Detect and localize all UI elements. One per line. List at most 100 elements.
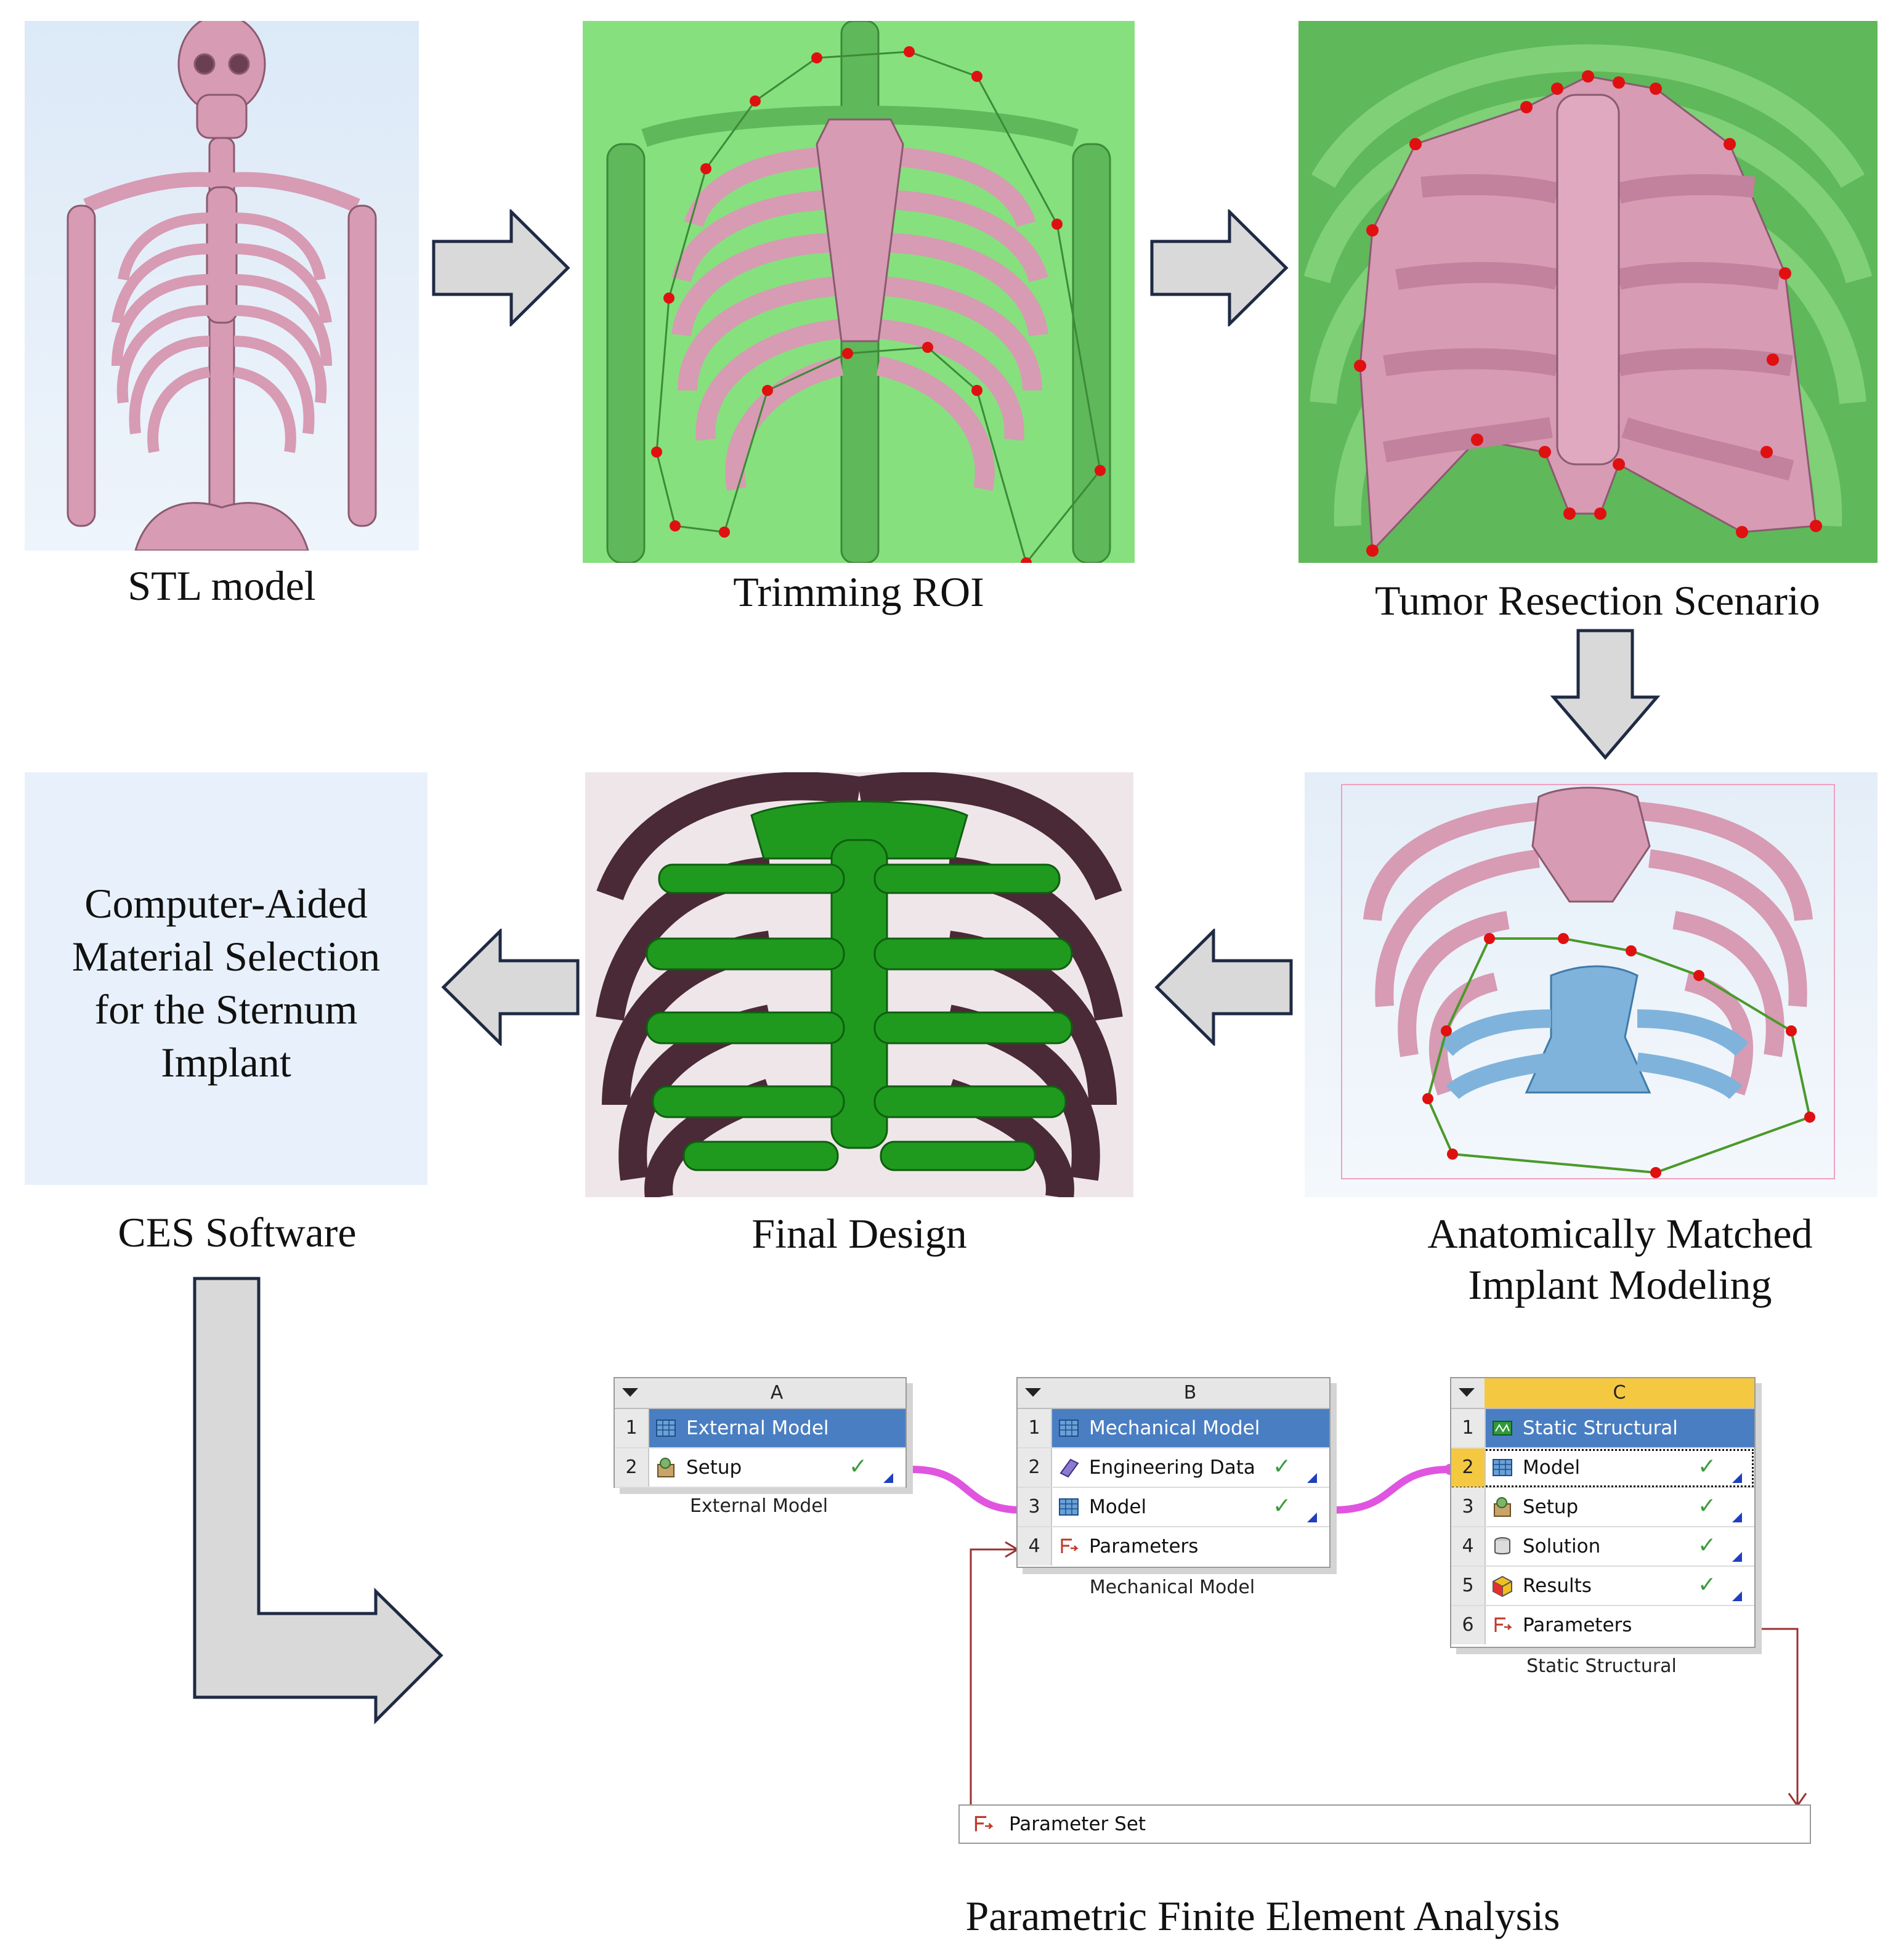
system-b-row-1[interactable]: 1 Mechanical Model xyxy=(1018,1409,1329,1448)
check-icon: ✓ xyxy=(849,1454,868,1479)
arrow-left-2 xyxy=(1152,929,1294,1046)
row-label: Results xyxy=(1523,1575,1592,1597)
system-b-row-2[interactable]: 2 Engineering Data ✓ xyxy=(1018,1448,1329,1488)
parameters-icon xyxy=(974,1816,994,1832)
ces-material-selection-box: Computer-Aided Material Selection for th… xyxy=(25,772,427,1185)
model-icon xyxy=(1059,1498,1079,1516)
arrow-right-1 xyxy=(431,209,573,326)
system-c-label: Static Structural xyxy=(1526,1655,1677,1677)
caption-anatomical-implant: Anatomically Matched Implant Modeling xyxy=(1380,1208,1860,1311)
trimming-roi-image xyxy=(583,21,1135,563)
system-c-header[interactable]: C xyxy=(1451,1378,1754,1409)
system-c[interactable]: C 1 Static Structural 2 Model ✓ 3 Setup … xyxy=(1450,1377,1762,1697)
row-number: 2 xyxy=(1018,1448,1052,1487)
ces-line-3: for the Sternum xyxy=(94,986,358,1033)
parameters-icon xyxy=(1061,1538,1079,1553)
caption-anatomical-line-2: Implant Modeling xyxy=(1468,1261,1772,1308)
mechanical-model-icon xyxy=(1059,1420,1079,1437)
row-label: Model xyxy=(1089,1496,1147,1518)
row-number: 6 xyxy=(1451,1606,1486,1644)
caption-stl-model: STL model xyxy=(128,562,316,609)
ces-line-2: Material Selection xyxy=(71,933,381,980)
setup-icon xyxy=(1494,1497,1511,1517)
row-number: 2 xyxy=(1451,1448,1486,1487)
system-a[interactable]: A 1 External Model 2 Setup ✓ External Mo… xyxy=(614,1377,913,1574)
corner-triangle-icon xyxy=(1732,1473,1742,1483)
system-c-row-5[interactable]: 5 Results ✓ xyxy=(1451,1567,1754,1606)
row-number: 1 xyxy=(1451,1409,1486,1447)
column-letter: C xyxy=(1485,1378,1754,1408)
corner-triangle-icon xyxy=(1732,1552,1742,1562)
arrow-down xyxy=(1550,628,1661,761)
system-a-label: External Model xyxy=(689,1495,828,1517)
parameter-set-bar[interactable]: Parameter Set xyxy=(958,1804,1811,1844)
system-a-row-1[interactable]: 1 External Model xyxy=(615,1409,905,1448)
row-label: Model xyxy=(1523,1456,1581,1479)
check-icon: ✓ xyxy=(1698,1533,1717,1558)
final-design-image xyxy=(585,772,1133,1197)
solution-icon xyxy=(1494,1537,1510,1554)
row-label: External Model xyxy=(686,1417,829,1439)
row-label: Parameters xyxy=(1523,1614,1632,1636)
dropdown-arrow-icon[interactable] xyxy=(622,1388,638,1397)
row-number: 2 xyxy=(615,1448,649,1487)
static-structural-icon xyxy=(1493,1421,1512,1436)
arrow-l-shaped xyxy=(191,1275,450,1731)
system-b-header[interactable]: B xyxy=(1018,1378,1329,1409)
caption-final-design: Final Design xyxy=(751,1210,967,1257)
caption-ces-software: CES Software xyxy=(118,1209,357,1256)
parameters-icon xyxy=(1494,1617,1513,1632)
arrow-left-1 xyxy=(439,929,580,1046)
corner-triangle-icon xyxy=(1732,1513,1742,1522)
row-number: 1 xyxy=(615,1409,649,1447)
caption-tumor-resection: Tumor Resection Scenario xyxy=(1375,577,1820,624)
parameter-set-label: Parameter Set xyxy=(1009,1813,1146,1835)
tumor-resection-image xyxy=(1298,21,1878,563)
check-icon: ✓ xyxy=(1273,1454,1292,1479)
model-icon xyxy=(1493,1459,1512,1476)
system-b-label: Mechanical Model xyxy=(1089,1577,1255,1598)
system-c-row-1[interactable]: 1 Static Structural xyxy=(1451,1409,1754,1448)
row-label: Static Structural xyxy=(1523,1417,1678,1439)
row-number: 4 xyxy=(1451,1527,1486,1565)
corner-triangle-icon xyxy=(1307,1513,1317,1522)
corner-triangle-icon xyxy=(1732,1591,1742,1601)
corner-triangle-icon xyxy=(1307,1473,1317,1483)
check-icon: ✓ xyxy=(1273,1493,1292,1519)
setup-icon xyxy=(657,1458,675,1477)
check-icon: ✓ xyxy=(1698,1454,1717,1479)
row-number: 5 xyxy=(1451,1567,1486,1605)
anatomical-implant-image xyxy=(1305,772,1878,1197)
external-model-icon xyxy=(656,1420,676,1437)
arrow-right-2 xyxy=(1149,209,1291,326)
row-number: 3 xyxy=(1451,1488,1486,1526)
row-number: 4 xyxy=(1018,1527,1052,1565)
system-a-row-2[interactable]: 2 Setup ✓ xyxy=(615,1448,905,1488)
results-icon xyxy=(1493,1575,1512,1597)
stl-model-image xyxy=(25,21,419,551)
column-letter: B xyxy=(1183,1382,1197,1404)
corner-triangle-icon xyxy=(883,1473,893,1483)
system-b[interactable]: B 1 Mechanical Model 2 Engineering Data … xyxy=(1016,1377,1337,1623)
system-c-row-4[interactable]: 4 Solution ✓ xyxy=(1451,1527,1754,1567)
dropdown-arrow-icon[interactable] xyxy=(1459,1388,1475,1397)
system-b-row-3[interactable]: 3 Model ✓ xyxy=(1018,1488,1329,1527)
row-label: Parameters xyxy=(1089,1535,1199,1557)
row-label: Engineering Data xyxy=(1089,1456,1255,1479)
row-label: Setup xyxy=(1523,1496,1579,1518)
caption-trimming-roi: Trimming ROI xyxy=(733,568,984,615)
system-b-row-4[interactable]: 4 Parameters xyxy=(1018,1527,1329,1565)
system-c-row-3[interactable]: 3 Setup ✓ xyxy=(1451,1488,1754,1527)
ces-line-4: Implant xyxy=(161,1039,291,1086)
check-icon: ✓ xyxy=(1698,1493,1717,1519)
system-c-row-2[interactable]: 2 Model ✓ xyxy=(1451,1448,1754,1488)
system-a-header[interactable]: A xyxy=(615,1378,905,1409)
row-number: 3 xyxy=(1018,1488,1052,1526)
row-label: Solution xyxy=(1523,1535,1601,1557)
system-c-row-6[interactable]: 6 Parameters xyxy=(1451,1606,1754,1644)
caption-anatomical-line-1: Anatomically Matched xyxy=(1427,1210,1813,1257)
row-number: 1 xyxy=(1018,1409,1052,1447)
caption-parametric-fea: Parametric Finite Element Analysis xyxy=(965,1892,1560,1939)
dropdown-arrow-icon[interactable] xyxy=(1025,1388,1041,1397)
